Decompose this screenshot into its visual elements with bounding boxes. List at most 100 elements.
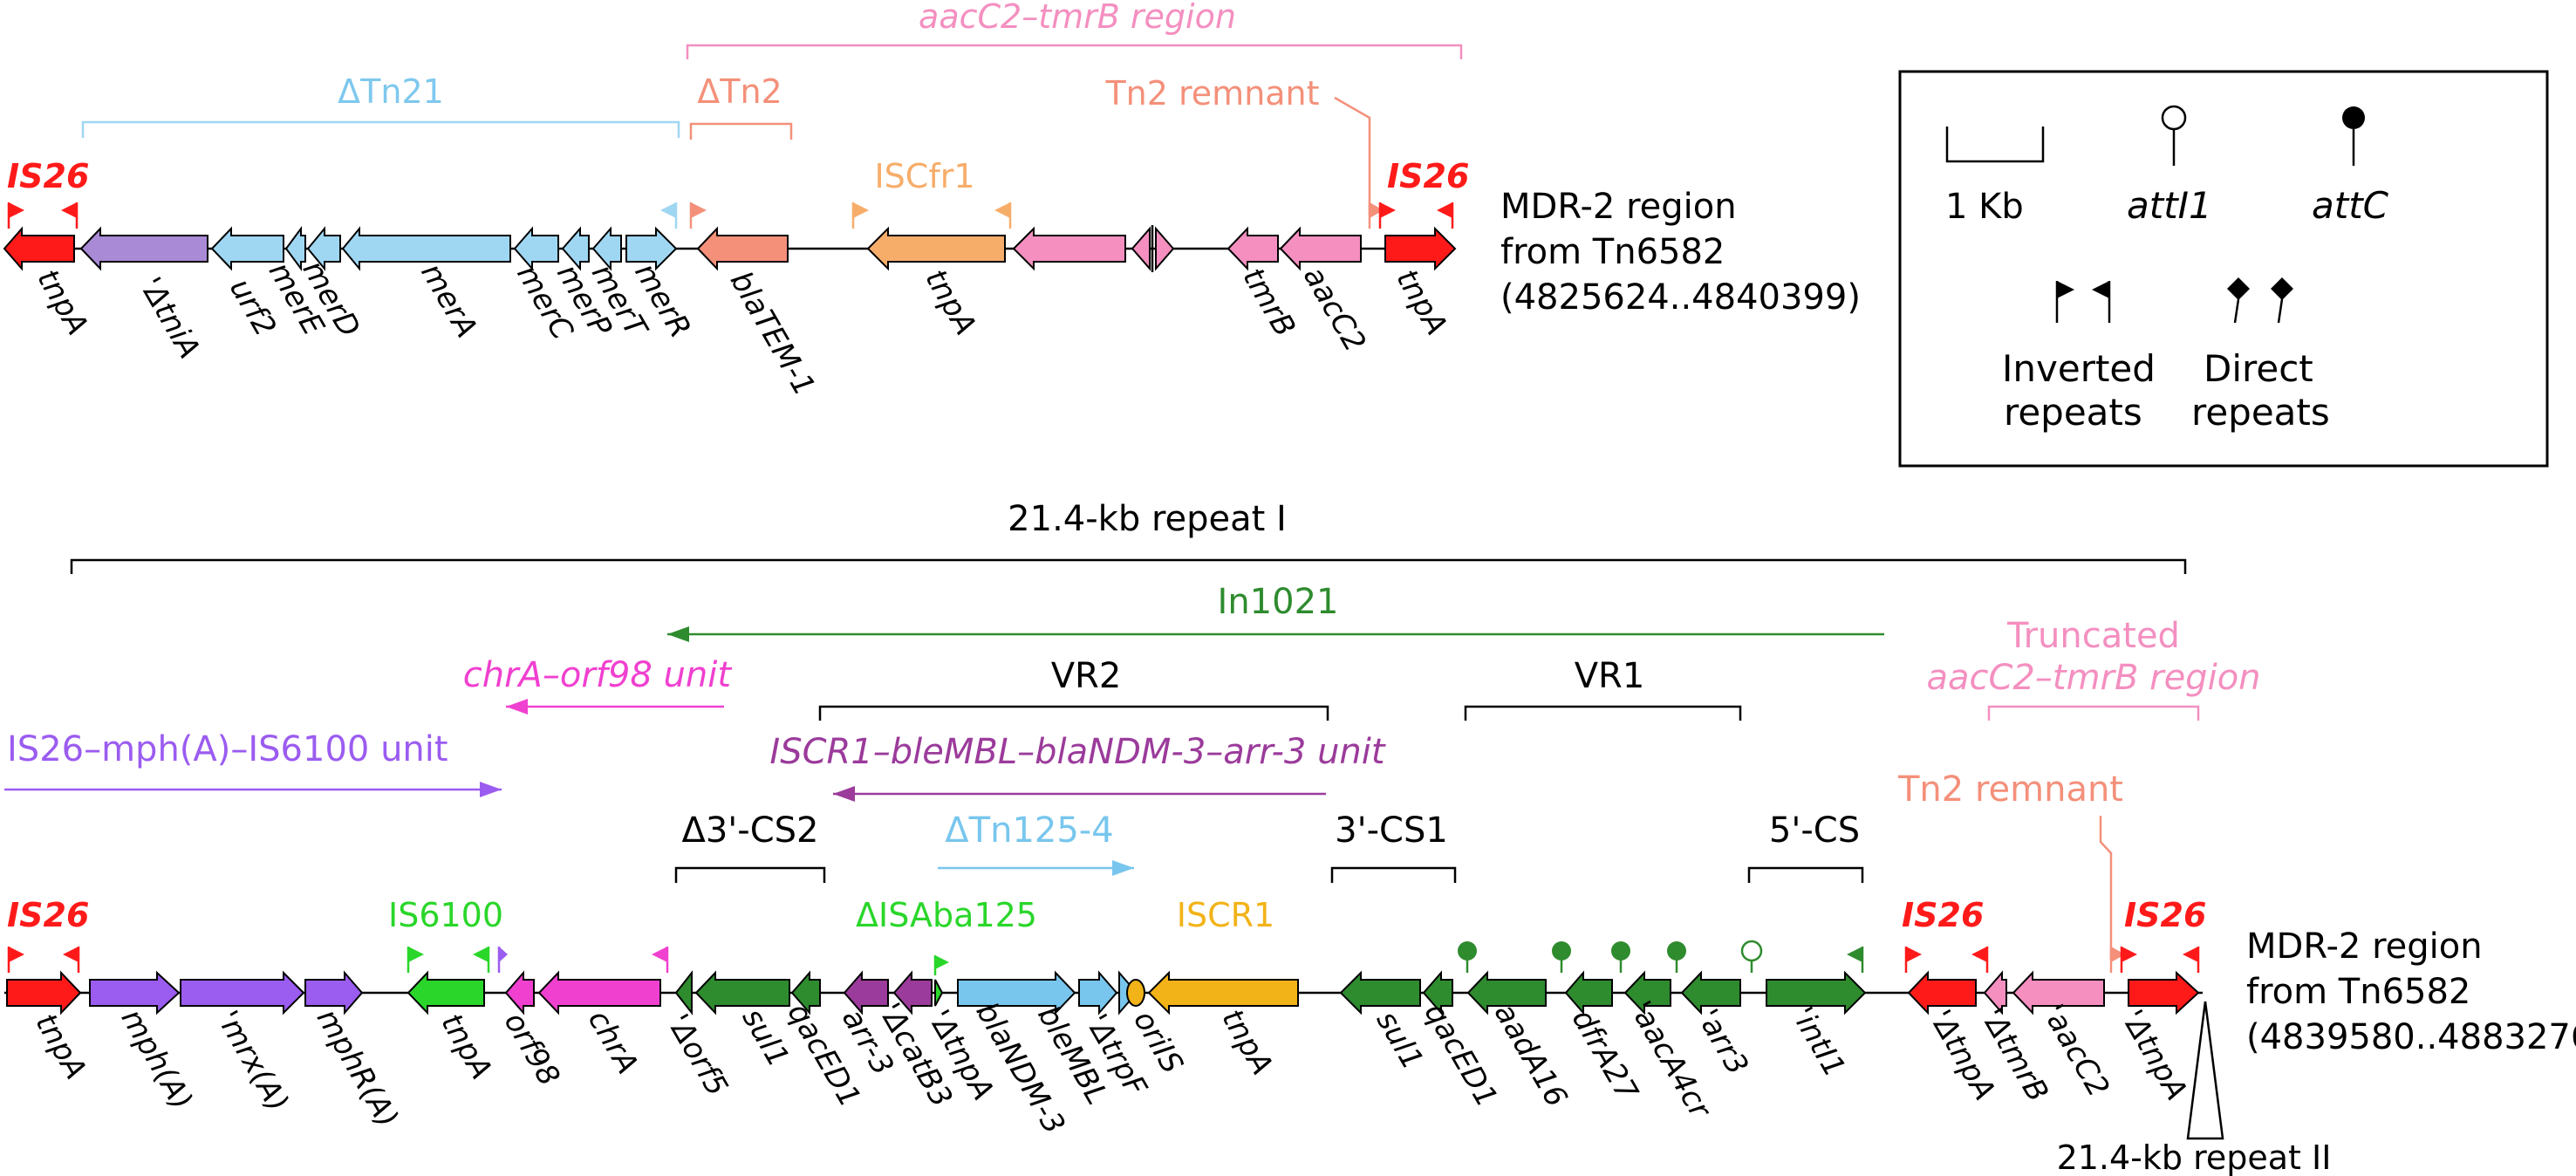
scale-label: 1 Kb — [1945, 187, 2024, 227]
b-gene-oriIS — [1126, 979, 1145, 1007]
bottom-genes — [6, 970, 2200, 1015]
b-label-6: chrA — [581, 1004, 645, 1080]
attI1-open-circle-icon — [2161, 105, 2187, 131]
b-label-2: 'mrx(A) — [210, 1005, 296, 1118]
attC-filled-circle-icon — [2342, 106, 2365, 129]
gene-blaTEM-1 — [696, 226, 789, 271]
top-label-11: tnpA — [918, 263, 983, 341]
b-gene-dfrA27 — [1564, 970, 1613, 1015]
gene-tnpA-right — [1384, 226, 1457, 271]
top-aac-region-label: aacC2–tmrB region — [919, 0, 1236, 36]
b-gene-aadA16 — [1466, 970, 1547, 1015]
b-gene-aacC2 — [2012, 970, 2105, 1015]
gene-tnpA-left — [3, 226, 75, 271]
bottom-is6100: IS6100 — [388, 896, 503, 934]
bottom-repeat-markers-icon — [7, 940, 2200, 975]
top-is26-left: IS26 — [7, 157, 89, 195]
repeat2-marker — [2186, 1001, 2224, 1140]
b-gene-chrA — [537, 970, 661, 1015]
legend-box — [1898, 70, 2549, 468]
b-label-3: mphR(A) — [310, 1003, 405, 1134]
vr1-label: VR1 — [1575, 656, 1645, 696]
b-gene-orf98 — [504, 970, 535, 1015]
d3cs2-label: Δ3'-CS2 — [681, 810, 818, 851]
gene-merP — [561, 226, 590, 271]
bottom-is26-3: IS26 — [2124, 896, 2206, 934]
gene-merE — [284, 225, 306, 272]
top-label-13: aacC2 — [1296, 261, 1373, 359]
legend-inverted-1: Inverted — [2002, 347, 2156, 390]
gene-merA — [341, 226, 511, 271]
top-iscfr1: ISCfr1 — [874, 157, 974, 195]
gene-aacC2 — [1279, 226, 1362, 271]
chra-unit-text: chrA–orf98 unit — [463, 655, 733, 695]
legend: 1 Kb attI1 attC Inverted repeats Direct … — [1898, 70, 2549, 468]
gene-pink-2 — [1131, 226, 1151, 271]
gene-merT — [591, 226, 622, 271]
in1021-label: In1021 — [1218, 582, 1339, 622]
b-label-17: tnpA — [1214, 1003, 1280, 1081]
top-label-12: tmrB — [1235, 262, 1302, 343]
b-gene-arr3-b — [1680, 970, 1741, 1015]
b-gene-qacED1-b — [1422, 970, 1453, 1015]
b-label-24: 'intI1 — [1785, 1002, 1852, 1084]
is26mph-unit-label: IS26–mph(A)–IS6100 unit — [7, 729, 448, 769]
b-label-4: tnpA — [434, 1008, 499, 1085]
top-map: aacC2–tmrB region ΔTn21 ΔTn2 Tn2 remnant… — [3, 0, 1861, 402]
b-gene-arr3 — [843, 970, 889, 1015]
top-gene-labels: tnpA 'ΔtniA urf2 merE merD merA merC mer… — [30, 255, 1454, 402]
b-gene-tmrB — [1983, 970, 2007, 1015]
repeat2-label: 21.4-kb repeat II — [2057, 1138, 2332, 1176]
top-region-title-1: MDR-2 region — [1500, 187, 1737, 227]
b-gene-tnpA-delta — [934, 979, 944, 1007]
top-region-title-2: from Tn6582 — [1500, 232, 1725, 272]
top-label-10: blaTEM-1 — [723, 265, 822, 401]
b-gene-tnpA-iscr1 — [1147, 970, 1299, 1015]
legend-direct-2: repeats — [2191, 391, 2330, 434]
b-gene-qacED1-a — [790, 970, 821, 1015]
b-gene-tnpA-is26-2 — [1907, 970, 1977, 1015]
gene-pink-1 — [1012, 226, 1126, 271]
bottom-map: 21.4-kb repeat I In1021 chrA–orf98 unit … — [4, 499, 2576, 1176]
bottom-region-title-1: MDR-2 region — [2246, 926, 2483, 967]
top-repeat-flags-icon — [7, 202, 1454, 229]
top-label-5: merA — [413, 257, 483, 344]
b-gene-sul1-b — [1339, 970, 1421, 1015]
b-gene-mphRA — [304, 970, 364, 1015]
top-label-0: tnpA — [30, 263, 95, 341]
b-gene-tnpA-is6100 — [407, 970, 485, 1015]
b-label-0: tnpA — [28, 1008, 93, 1085]
gene-tnpA-iscfr1 — [866, 226, 1006, 271]
b-gene-sul1-a — [694, 970, 790, 1015]
top-tn2-label: ΔTn2 — [697, 72, 782, 111]
legend-inverted-2: repeats — [2004, 391, 2142, 434]
b-gene-aacA4cr — [1623, 970, 1671, 1015]
top-region-title-3: (4825624..4840399) — [1500, 277, 1861, 318]
top-label-14: tnpA — [1389, 263, 1454, 341]
gene-urf2 — [210, 226, 284, 271]
legend-attI1: attI1 — [2127, 184, 2212, 227]
b-gene-tnpA-is26-3 — [2128, 970, 2200, 1015]
inverted-repeat-flags-icon — [2055, 281, 2111, 323]
b-label-5: orf98 — [497, 1007, 567, 1092]
iscr1-unit-label: ISCR1–bleMBL–blaNDM-3–arr-3 unit — [769, 732, 1385, 772]
b-gene-bleMBL — [1078, 970, 1118, 1015]
legend-direct-1: Direct — [2204, 347, 2313, 390]
b-label-7: 'Δorf5 — [660, 1008, 735, 1102]
gene-merC — [513, 226, 559, 271]
gene-merR — [625, 226, 678, 271]
direct-repeat-diamonds-icon — [2227, 277, 2293, 324]
b-gene-orf5 — [674, 970, 693, 1015]
bottom-iscr1: ISCR1 — [1177, 896, 1274, 934]
chra-unit-label: chrA–orf98 unit — [463, 655, 733, 695]
top-tn21-label: ΔTn21 — [338, 72, 444, 111]
cs3-1-label: 3'-CS1 — [1335, 810, 1448, 851]
top-label-1: 'ΔtniA — [133, 271, 207, 365]
bottom-is26-1: IS26 — [7, 896, 89, 934]
b-gene-mrxA — [180, 970, 305, 1015]
gene-tmrB — [1227, 226, 1279, 271]
truncated-label-2: aacC2–tmrB region — [1926, 658, 2260, 698]
b-gene-tnpA-1 — [6, 970, 82, 1015]
scale-bar — [1945, 126, 2045, 163]
